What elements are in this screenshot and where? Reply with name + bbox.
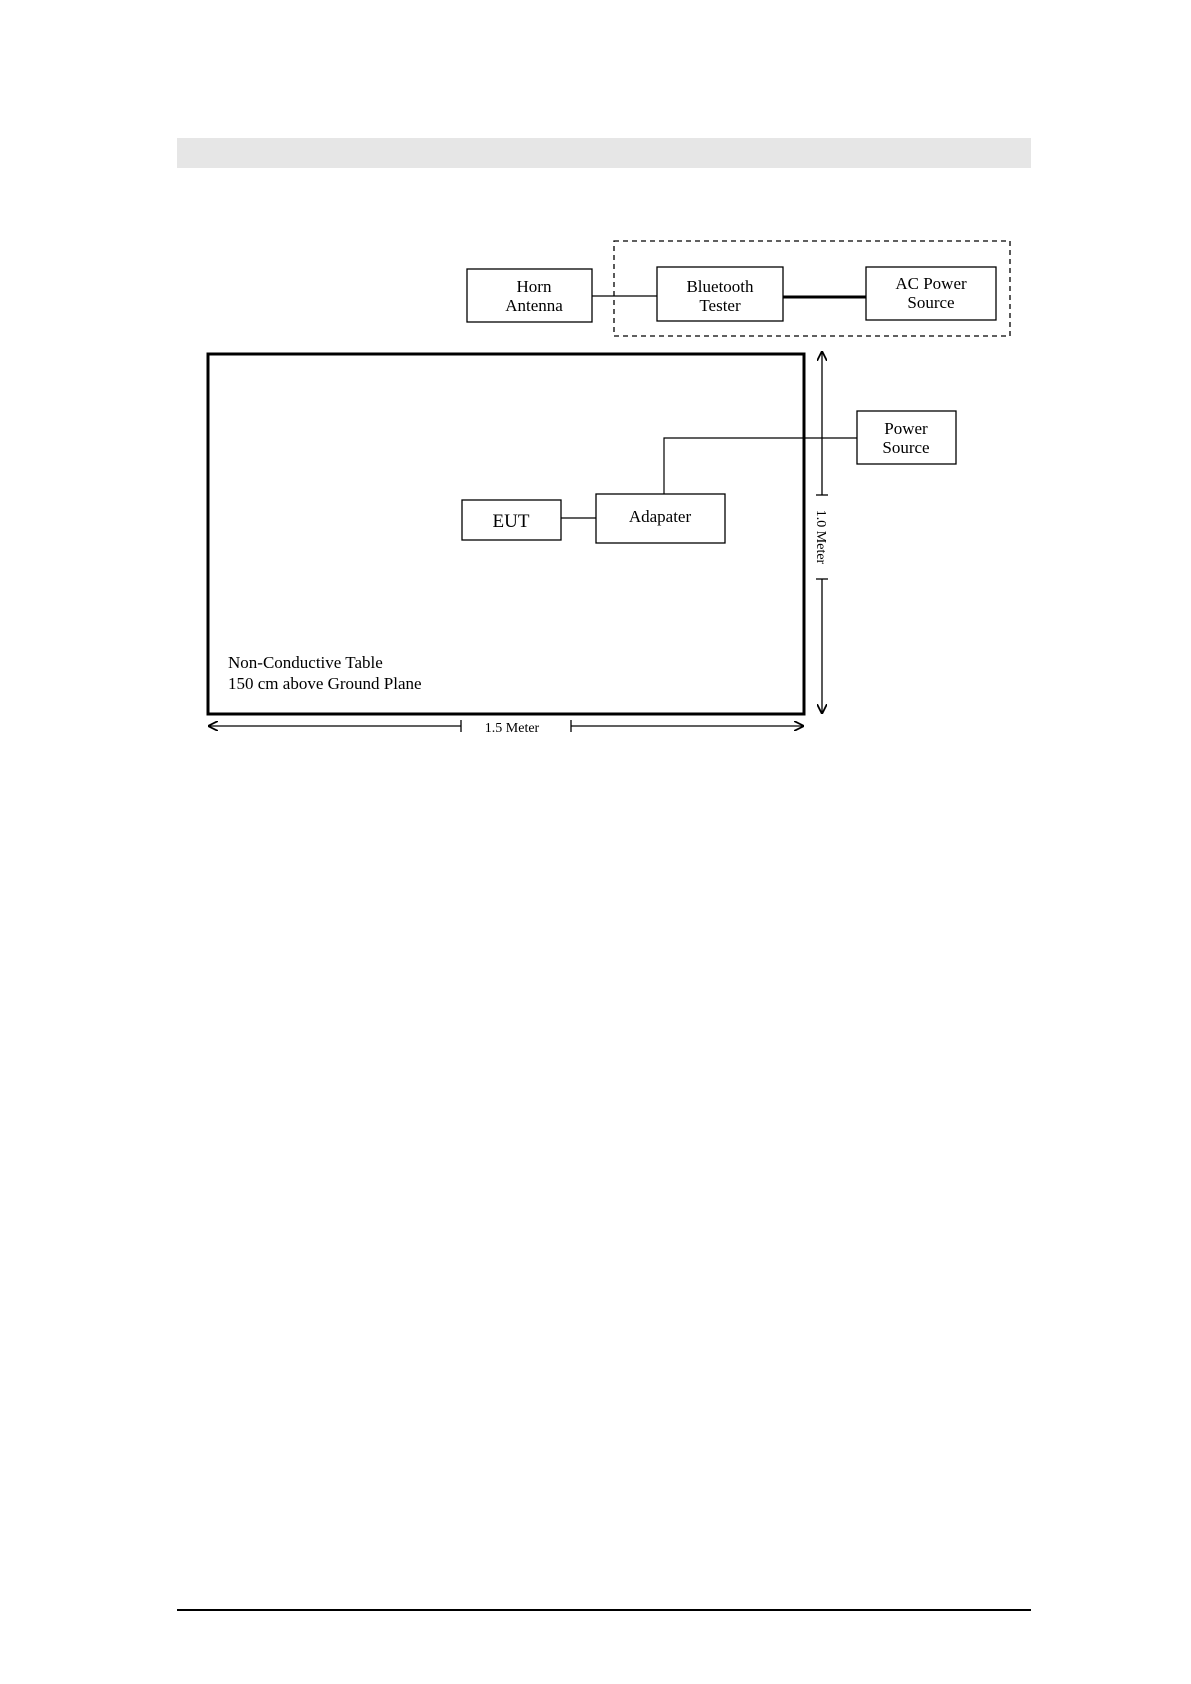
- power-source-label-1: Power: [884, 419, 928, 438]
- horn-antenna-label-2: Antenna: [505, 296, 563, 315]
- bluetooth-tester-box: Bluetooth Tester: [657, 267, 783, 321]
- adapter-box: Adapater: [596, 494, 725, 543]
- page-footer-rule: [177, 1609, 1031, 1611]
- power-source-box: Power Source: [857, 411, 956, 464]
- adapter-to-power-source-cable: [664, 438, 857, 494]
- adapter-label: Adapater: [629, 507, 692, 526]
- eut-box: EUT: [462, 500, 561, 540]
- bluetooth-tester-label-2: Tester: [699, 296, 741, 315]
- power-source-label-2: Source: [882, 438, 929, 457]
- ac-power-source-label-1: AC Power: [895, 274, 967, 293]
- width-dimension-label: 1.5 Meter: [485, 721, 540, 736]
- height-dimension-label: 1.0 Meter: [813, 510, 828, 565]
- bluetooth-tester-label-1: Bluetooth: [686, 277, 754, 296]
- horn-antenna-box: Horn Antenna: [467, 269, 592, 322]
- width-dimension: 1.5 Meter: [209, 720, 803, 736]
- ac-power-source-label-2: Source: [907, 293, 954, 312]
- table-label-line-1: Non-Conductive Table: [228, 653, 383, 672]
- eut-label: EUT: [493, 511, 530, 532]
- ac-power-source-box: AC Power Source: [866, 267, 996, 320]
- table-label-line-2: 150 cm above Ground Plane: [228, 674, 422, 693]
- height-dimension: 1.0 Meter: [813, 352, 828, 713]
- horn-antenna-label-1: Horn: [517, 277, 552, 296]
